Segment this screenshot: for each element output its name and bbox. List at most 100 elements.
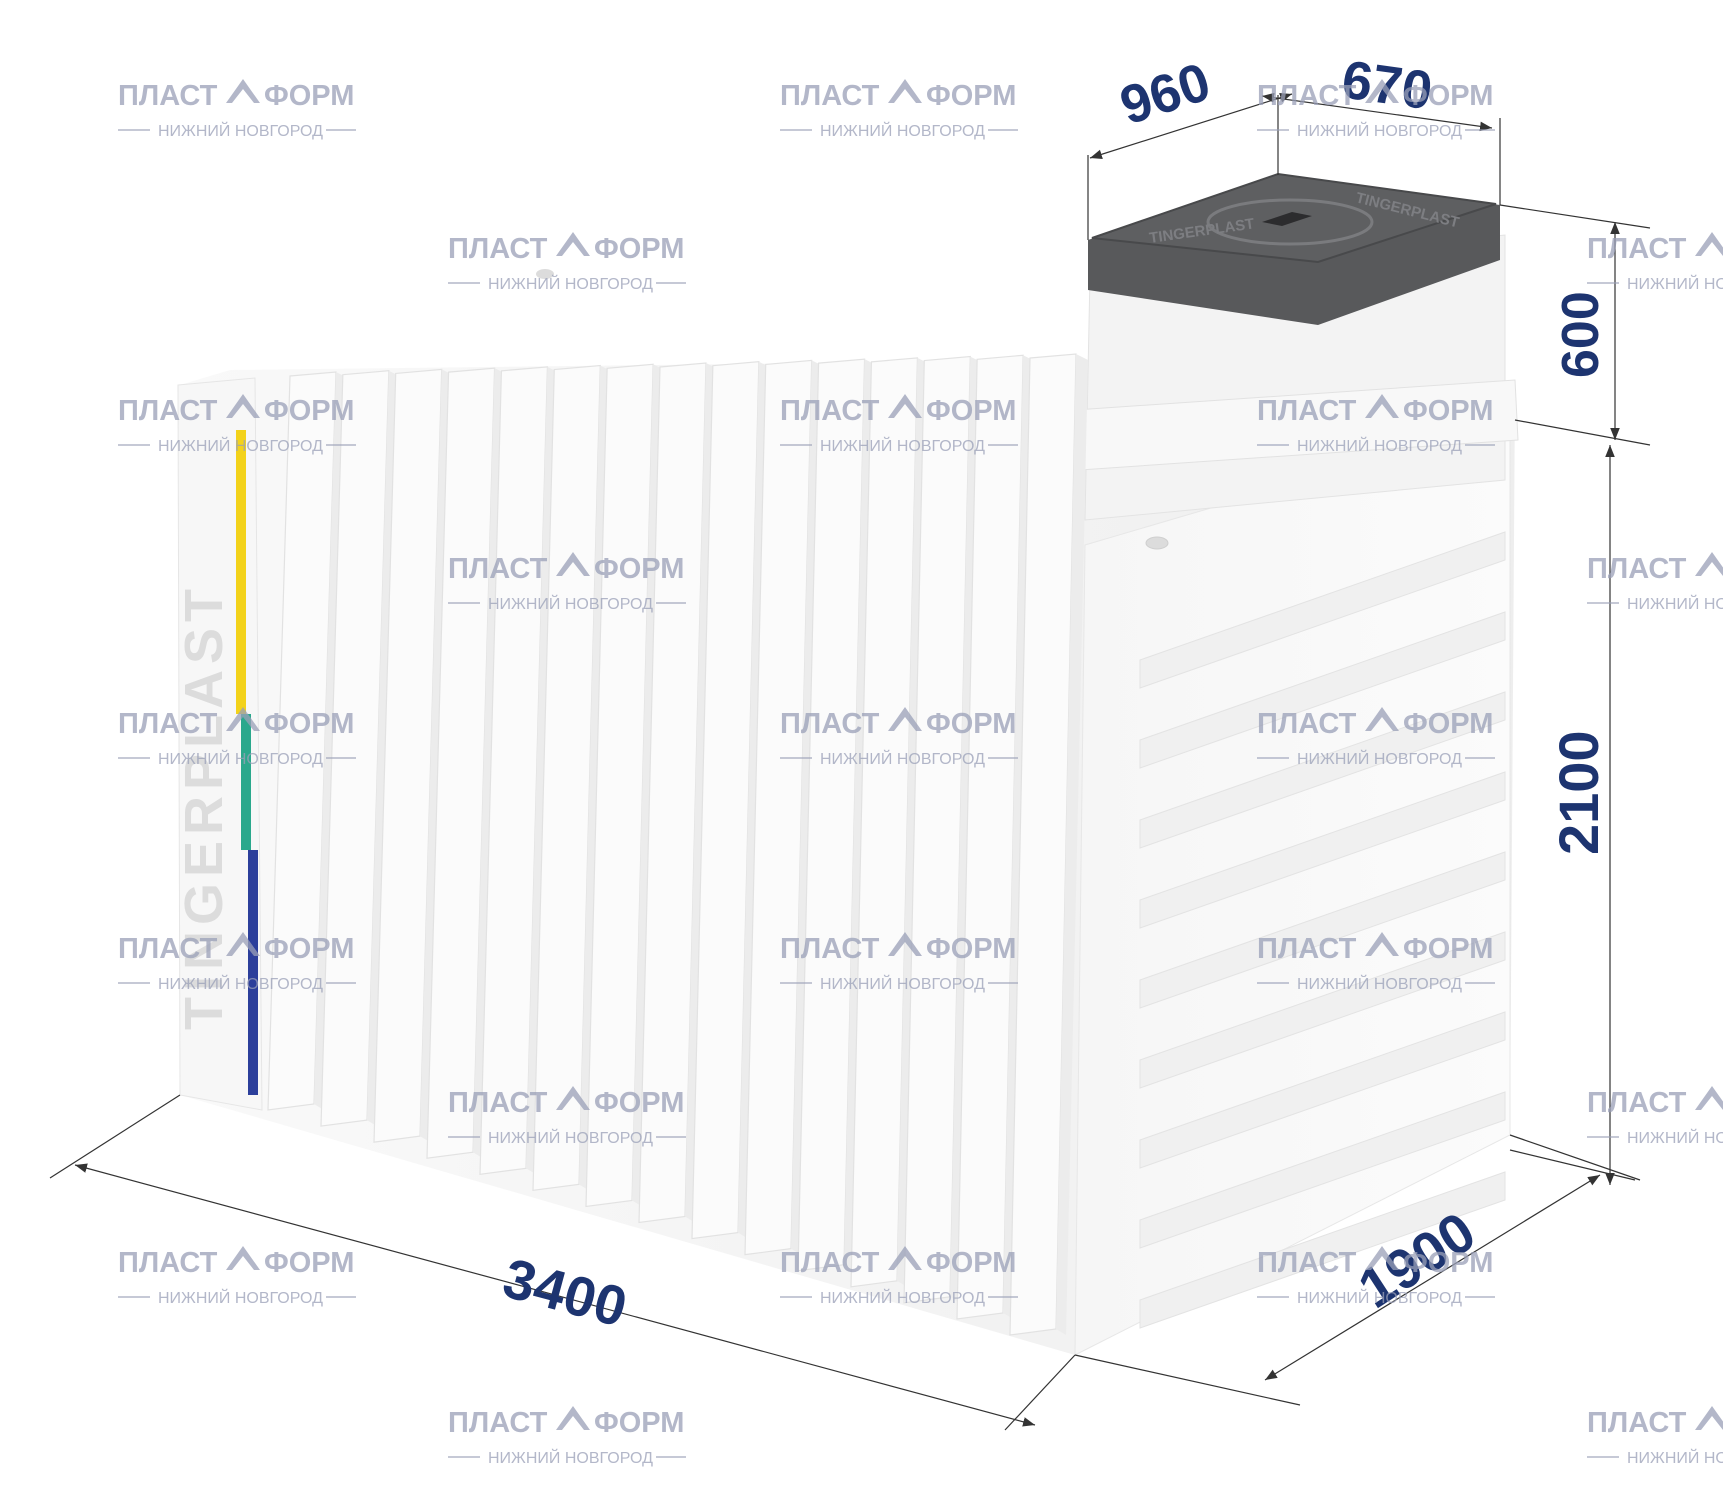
- watermark-logo-icon: [1695, 1086, 1723, 1110]
- watermark-subtitle: НИЖНИЙ НОВГОРОД: [158, 436, 323, 455]
- watermark-subtitle: НИЖНИЙ НОВГОРОД: [1297, 1288, 1462, 1307]
- watermark-title-right: ФОРМ: [1403, 933, 1493, 965]
- dim-label-neck-height: 600: [1552, 291, 1610, 378]
- watermark-subtitle: НИЖНИЙ НОВГОРОД: [488, 594, 653, 613]
- watermark-subtitle: НИЖНИЙ НОВГОРОД: [1297, 749, 1462, 768]
- watermark-subtitle: НИЖНИЙ НОВГОРОД: [1297, 436, 1462, 455]
- watermark-logo-icon: [888, 1246, 922, 1270]
- watermark-title-right: ФОРМ: [926, 708, 1016, 740]
- inlet-hole: [1145, 536, 1169, 550]
- watermark-logo-icon: [556, 232, 590, 256]
- watermark-logo-icon: [1695, 232, 1723, 256]
- front-rib: [1139, 531, 1506, 689]
- watermark-title-right: ФОРМ: [926, 395, 1016, 427]
- watermark-subtitle: НИЖНИЙ НОВГОРОД: [1297, 121, 1462, 140]
- dim-label-neck-length: 960: [1113, 52, 1217, 137]
- watermark-subtitle: НИЖНИЙ НОВГОРОД: [820, 974, 985, 993]
- watermark-title-left: ПЛАСТ: [118, 80, 218, 112]
- ext-line-length-right: [1004, 1354, 1076, 1431]
- watermark: ПЛАСТ ФОРМ НИЖНИЙ НОВГОРОД: [780, 932, 1018, 993]
- side-rib-shadow: [1056, 354, 1088, 1335]
- watermark-subtitle: НИЖНИЙ НОВГОРОД: [820, 1288, 985, 1307]
- watermark-subtitle: НИЖНИЙ НОВГОРОД: [820, 121, 985, 140]
- watermark-title-right: ФОРМ: [926, 80, 1016, 112]
- watermark-subtitle: НИЖНИЙ НОВГОРОД: [1297, 974, 1462, 993]
- watermark-title-right: ФОРМ: [594, 233, 684, 265]
- watermark-title-left: ПЛАСТ: [118, 1247, 218, 1279]
- watermark-title-left: ПЛАСТ: [1257, 80, 1357, 112]
- watermark-title-right: ФОРМ: [594, 1407, 684, 1439]
- watermark-title-right: ФОРМ: [926, 1247, 1016, 1279]
- vent-hole: [536, 269, 554, 279]
- front-rib: [1139, 611, 1506, 769]
- watermark-logo-icon: [226, 1246, 260, 1270]
- dim-line-length: [74, 1163, 1036, 1427]
- watermark-title-left: ПЛАСТ: [118, 933, 218, 965]
- dim-label-height: 2100: [1547, 730, 1610, 855]
- watermark-title-right: ФОРМ: [264, 933, 354, 965]
- watermark-subtitle: НИЖНИЙ НОВГОРОД: [820, 749, 985, 768]
- watermark-title-right: ФОРМ: [264, 1247, 354, 1279]
- watermark-title-right: ФОРМ: [926, 933, 1016, 965]
- watermark-title-left: ПЛАСТ: [1257, 395, 1357, 427]
- watermark-title-left: ПЛАСТ: [1587, 1407, 1687, 1439]
- watermark-logo-icon: [226, 394, 260, 418]
- watermark-logo-icon: [556, 1086, 590, 1110]
- watermark-title-left: ПЛАСТ: [448, 553, 548, 585]
- lid-emblem: [1206, 198, 1374, 246]
- dim-line-neck-length: [1089, 93, 1293, 159]
- dim-line-neck-width: [1261, 92, 1493, 132]
- watermark-logo-icon: [226, 932, 260, 956]
- dim-label-length: 3400: [497, 1246, 634, 1339]
- watermark-logo-icon: [556, 552, 590, 576]
- ext-line-width-front: [1509, 1134, 1641, 1181]
- watermark-title-left: ПЛАСТ: [448, 1407, 548, 1439]
- watermark-subtitle: НИЖНИЙ НОВГОРОД: [820, 436, 985, 455]
- front-rib: [1139, 851, 1506, 1009]
- watermark-title-left: ПЛАСТ: [780, 933, 880, 965]
- watermark-subtitle: НИЖНИЙ НОВГОРОД: [1627, 1128, 1723, 1147]
- watermark-title-right: ФОРМ: [1403, 395, 1493, 427]
- dimension-lines: [49, 92, 1651, 1431]
- watermark-logo-icon: [1365, 394, 1399, 418]
- stripe-blue: [248, 850, 258, 1095]
- front-rib: [1139, 771, 1506, 929]
- watermark: ПЛАСТ ФОРМ НИЖНИЙ НОВГОРОД: [1257, 707, 1495, 768]
- watermark-title-left: ПЛАСТ: [1587, 553, 1687, 585]
- lid-handle: [1262, 212, 1312, 226]
- ext-line-neck-top: [1499, 204, 1651, 229]
- watermark-title-left: ПЛАСТ: [448, 233, 548, 265]
- watermark-logo-icon: [1695, 552, 1723, 576]
- dim-line-width: [1264, 1174, 1601, 1381]
- front-rib: [1139, 1011, 1506, 1169]
- watermark-title-right: ФОРМ: [594, 1087, 684, 1119]
- watermark-title-right: ФОРМ: [1403, 708, 1493, 740]
- watermark-title-left: ПЛАСТ: [1257, 708, 1357, 740]
- ext-line-neck-bottom: [1514, 419, 1651, 446]
- watermark-logo-icon: [888, 79, 922, 103]
- watermark-title-left: ПЛАСТ: [1587, 1087, 1687, 1119]
- watermark-subtitle: НИЖНИЙ НОВГОРОД: [1627, 594, 1723, 613]
- watermark-subtitle: НИЖНИЙ НОВГОРОД: [158, 121, 323, 140]
- color-stripe: [236, 430, 258, 1095]
- watermark-logo-icon: [556, 1406, 590, 1430]
- watermark-logo-icon: [1365, 79, 1399, 103]
- front-rib: [1139, 931, 1506, 1089]
